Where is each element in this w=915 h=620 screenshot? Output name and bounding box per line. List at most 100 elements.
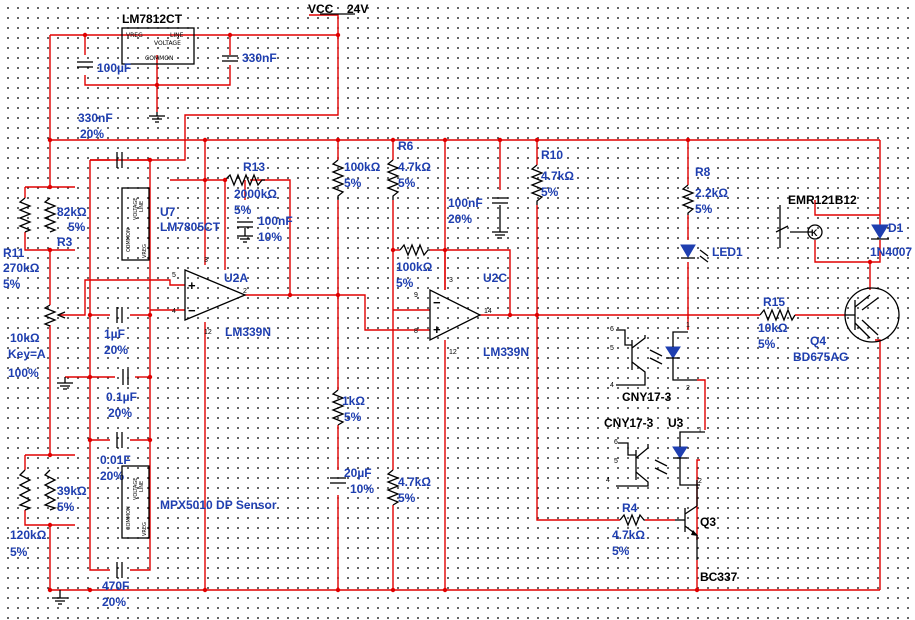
relay-emr121b12[interactable]: K EMR121B12 — [775, 193, 857, 248]
svg-text:3: 3 — [204, 257, 208, 264]
c10-value: 470F — [102, 579, 129, 593]
svg-text:1: 1 — [686, 322, 690, 329]
u7-ref: U7 — [160, 205, 176, 219]
svg-text:4: 4 — [606, 477, 610, 484]
pot-pct: 100% — [8, 366, 39, 380]
svg-text:6: 6 — [614, 439, 618, 446]
svg-text:COMMON: COMMON — [126, 506, 132, 530]
reg1-label: LM7812CT — [122, 12, 183, 26]
r13-value: 2000kΩ — [234, 187, 277, 201]
vcc-voltage: 24V — [347, 2, 368, 16]
svg-text:−: − — [188, 303, 196, 318]
c9-tol: 10% — [350, 482, 374, 496]
optocoupler-u3[interactable]: 6 5 4 1 2 CNY17-3 U3 — [604, 416, 705, 487]
reg1-voltage: VOLTAGE — [154, 40, 181, 47]
c6-tol: 20% — [104, 343, 128, 357]
reg1-line: LINE — [170, 32, 184, 39]
r6-tol: 5% — [398, 176, 416, 190]
r6-ref: R6 — [398, 139, 414, 153]
r6-value: 4.7kΩ — [398, 160, 431, 174]
svg-text:5: 5 — [614, 458, 618, 465]
q4-ref: Q4 — [810, 334, 826, 348]
c7-tol: 20% — [108, 406, 132, 420]
r4-ref: R4 — [622, 501, 638, 515]
svg-text:4: 4 — [172, 308, 176, 315]
rd-tol: 5% — [398, 491, 416, 505]
vcc-supply[interactable]: VCC 24V — [308, 2, 368, 16]
diode-d1[interactable]: D1 1N4007 — [870, 221, 912, 259]
u2c-comparator[interactable]: − + 9 8 14 3 12 U2C LM339N — [414, 271, 529, 359]
r4-tol: 5% — [612, 544, 630, 558]
re-value: 39kΩ — [57, 484, 87, 498]
svg-text:12: 12 — [204, 329, 212, 336]
svg-text:VREG: VREG — [142, 244, 148, 258]
reg1-common: COMMON — [145, 55, 173, 62]
svg-text:+: + — [433, 322, 441, 337]
lm7812-regulator[interactable]: VREG LINE VOLTAGE COMMON LM7812CT — [121, 12, 195, 65]
c10-tol: 20% — [102, 595, 126, 609]
r15-tol: 5% — [758, 337, 776, 351]
r8-value: 2.2kΩ — [695, 186, 728, 200]
r10-value: 4.7kΩ — [541, 169, 574, 183]
u7-lm7805[interactable]: COMMON VOLTAGE LINE VREG U7 LM7805CT — [121, 187, 221, 261]
u7-part: LM7805CT — [160, 220, 221, 234]
u2a-part: LM339N — [225, 325, 271, 339]
junctions — [47, 32, 873, 593]
r15-ref: R15 — [763, 295, 785, 309]
transistor-q4[interactable]: Q4 BD675AG — [793, 287, 900, 364]
u2c-part: LM339N — [483, 345, 529, 359]
r10-tol: 5% — [541, 185, 559, 199]
r8-tol: 5% — [695, 202, 713, 216]
c4-tol: 10% — [258, 230, 282, 244]
svg-text:VOLTAGE: VOLTAGE — [133, 478, 139, 500]
svg-text:2: 2 — [686, 385, 690, 392]
reg1-vreg: VREG — [126, 32, 143, 39]
resistors: R11 270kΩ 5% 82kΩ 5% R3 10kΩ Key=A 100% … — [3, 139, 796, 559]
c5-tol: 20% — [448, 212, 472, 226]
r3-ref: R3 — [57, 235, 73, 249]
r3-value: 82kΩ — [57, 205, 87, 219]
re-tol: 5% — [57, 500, 75, 514]
pot-key: Key=A — [8, 347, 46, 361]
c4-value: 100nF — [258, 214, 293, 228]
ground-symbols — [52, 112, 508, 605]
r3-tol: 5% — [68, 220, 86, 234]
c6-value: 1µF — [104, 327, 125, 341]
svg-text:1: 1 — [698, 427, 702, 434]
r4-value: 4.7kΩ — [612, 528, 645, 542]
u2a-comparator[interactable]: + − 5 4 2 3 12 U2A LM339N — [172, 257, 271, 339]
mpx5010-sensor[interactable]: COMMON VOLTAGE LINE VREG MPX5010 DP Sens… — [121, 465, 277, 539]
svg-text:5: 5 — [172, 272, 176, 279]
svg-text:−: − — [433, 295, 441, 310]
svg-text:4: 4 — [610, 382, 614, 389]
rf-value: 120kΩ — [10, 528, 47, 542]
svg-text:2: 2 — [698, 478, 702, 485]
c1-value: 100µF — [97, 61, 131, 75]
ra-value: 100kΩ — [344, 160, 381, 174]
svg-text:3: 3 — [449, 277, 453, 284]
svg-text:5: 5 — [610, 345, 614, 352]
relay-label: EMR121B12 — [788, 193, 857, 207]
svg-text:LINE: LINE — [139, 481, 145, 492]
d1-part: 1N4007 — [870, 245, 912, 259]
led1-label: LED1 — [712, 245, 743, 259]
transistor-q3[interactable]: Q3 BC337 — [675, 480, 738, 584]
svg-text:8: 8 — [414, 328, 418, 335]
svg-text:12: 12 — [449, 349, 457, 356]
vcc-label: VCC — [308, 2, 334, 16]
r8-ref: R8 — [695, 165, 711, 179]
q3-ref: Q3 — [700, 515, 716, 529]
pot-value: 10kΩ — [10, 331, 40, 345]
sensor-label: MPX5010 DP Sensor — [160, 498, 277, 512]
r11-value: 270kΩ — [3, 261, 40, 275]
svg-text:2: 2 — [243, 288, 247, 295]
rf-tol: 5% — [10, 545, 28, 559]
optocoupler-1[interactable]: 6 5 4 1 2 CNY17-3 — [610, 322, 697, 404]
led1[interactable]: LED1 — [680, 244, 743, 263]
r15-value: 10kΩ — [758, 321, 788, 335]
d1-ref: D1 — [888, 221, 904, 235]
svg-text:6: 6 — [610, 326, 614, 333]
q3-part: BC337 — [700, 570, 738, 584]
